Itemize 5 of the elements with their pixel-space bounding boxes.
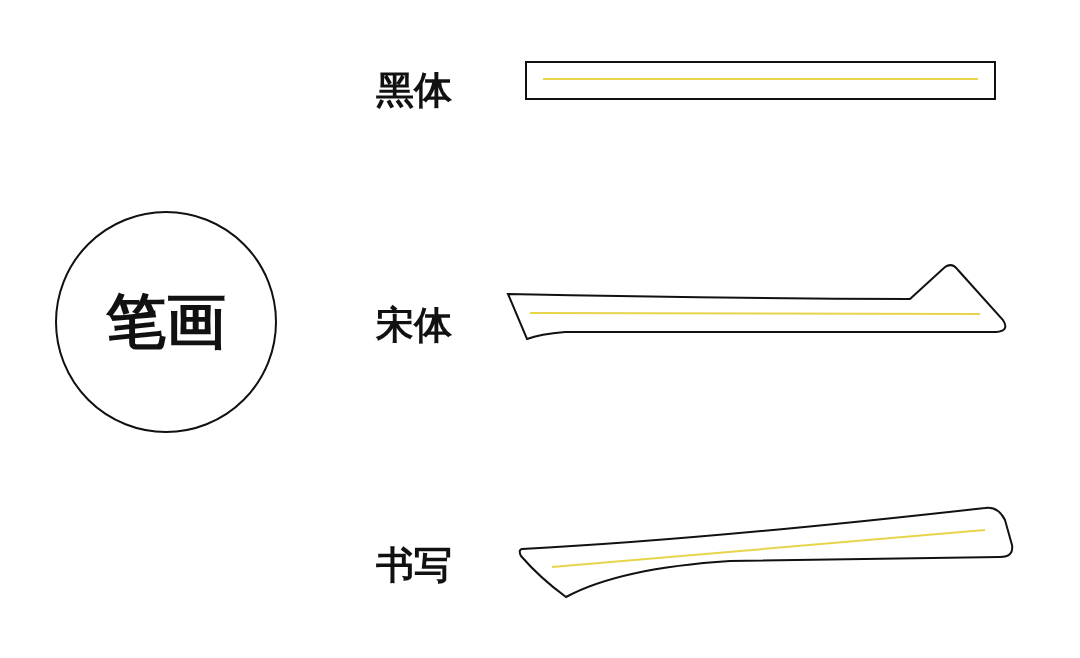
circle-node bbox=[55, 211, 277, 433]
font-style-label: 黑体 bbox=[376, 71, 452, 109]
node-title: 笔画 bbox=[106, 284, 226, 358]
font-style-label: 书写 bbox=[376, 546, 452, 584]
font-style-label: 宋体 bbox=[376, 306, 452, 344]
